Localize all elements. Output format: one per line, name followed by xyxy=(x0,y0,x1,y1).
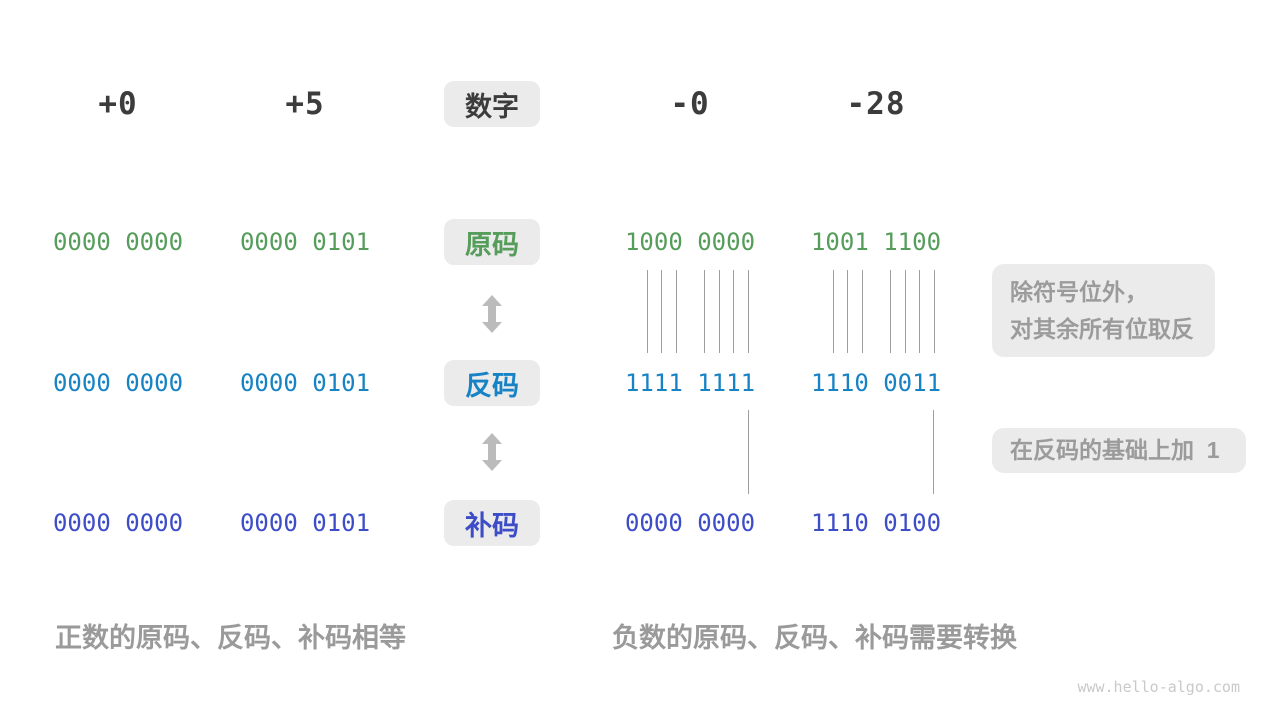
bit-tick-line xyxy=(748,270,749,353)
label-pill-sign-magnitude-text: 原码 xyxy=(465,229,519,260)
twos-complement-value-plus5: 0000 0101 xyxy=(239,509,371,537)
bit-tick-line xyxy=(890,270,891,353)
number-minus-0: -0 xyxy=(670,86,710,122)
bit-tick-line xyxy=(862,270,863,353)
updown-arrow-icon xyxy=(480,295,504,333)
bit-tick-line xyxy=(919,270,920,353)
sign-magnitude-value-plus0: 0000 0000 xyxy=(52,228,184,256)
caption-positive-numbers: 正数的原码、反码、补码相等 xyxy=(55,623,406,653)
updown-arrow-icon xyxy=(480,433,504,471)
add-one-tick-line xyxy=(748,410,749,494)
bit-tick-line xyxy=(905,270,906,353)
bit-tick-line xyxy=(833,270,834,353)
note-invert-bits-line2: 对其余所有位取反 xyxy=(1010,315,1194,342)
bit-tick-line xyxy=(847,270,848,353)
bit-tick-line xyxy=(647,270,648,353)
note-add-one-text: 在反码的基础上加 1 xyxy=(1010,437,1220,463)
label-pill-sign-magnitude: 原码 xyxy=(444,219,540,265)
add-one-tick-line xyxy=(933,410,934,494)
twos-complement-value-minus0: 0000 0000 xyxy=(624,509,756,537)
label-pill-number: 数字 xyxy=(444,81,540,127)
bit-tick-line xyxy=(934,270,935,353)
twos-complement-value-plus0: 0000 0000 xyxy=(52,509,184,537)
note-add-one: 在反码的基础上加 1 xyxy=(992,428,1246,473)
watermark-url: www.hello-algo.com xyxy=(1077,678,1240,696)
bit-tick-line xyxy=(704,270,705,353)
bit-tick-line xyxy=(733,270,734,353)
number-minus-28: -28 xyxy=(846,86,906,122)
sign-magnitude-value-minus0: 1000 0000 xyxy=(624,228,756,256)
number-plus-5: +5 xyxy=(285,86,325,122)
bit-tick-line xyxy=(676,270,677,353)
bit-tick-line xyxy=(661,270,662,353)
label-pill-number-text: 数字 xyxy=(465,91,519,122)
label-pill-ones-complement: 反码 xyxy=(444,360,540,406)
twos-complement-value-minus28: 1110 0100 xyxy=(810,509,942,537)
bit-tick-line xyxy=(719,270,720,353)
sign-magnitude-value-plus5: 0000 0101 xyxy=(239,228,371,256)
label-pill-ones-complement-text: 反码 xyxy=(465,370,519,401)
ones-complement-value-plus0: 0000 0000 xyxy=(52,369,184,397)
caption-negative-numbers: 负数的原码、反码、补码需要转换 xyxy=(612,623,1017,653)
number-plus-0: +0 xyxy=(98,86,138,122)
label-pill-twos-complement-text: 补码 xyxy=(465,510,519,541)
ones-complement-value-minus0: 1111 1111 xyxy=(624,369,756,397)
note-invert-bits-line1: 除符号位外， xyxy=(1010,278,1148,305)
ones-complement-value-plus5: 0000 0101 xyxy=(239,369,371,397)
note-invert-bits: 除符号位外， 对其余所有位取反 xyxy=(992,264,1215,357)
ones-complement-value-minus28: 1110 0011 xyxy=(810,369,942,397)
label-pill-twos-complement: 补码 xyxy=(444,500,540,546)
sign-magnitude-value-minus28: 1001 1100 xyxy=(810,228,942,256)
